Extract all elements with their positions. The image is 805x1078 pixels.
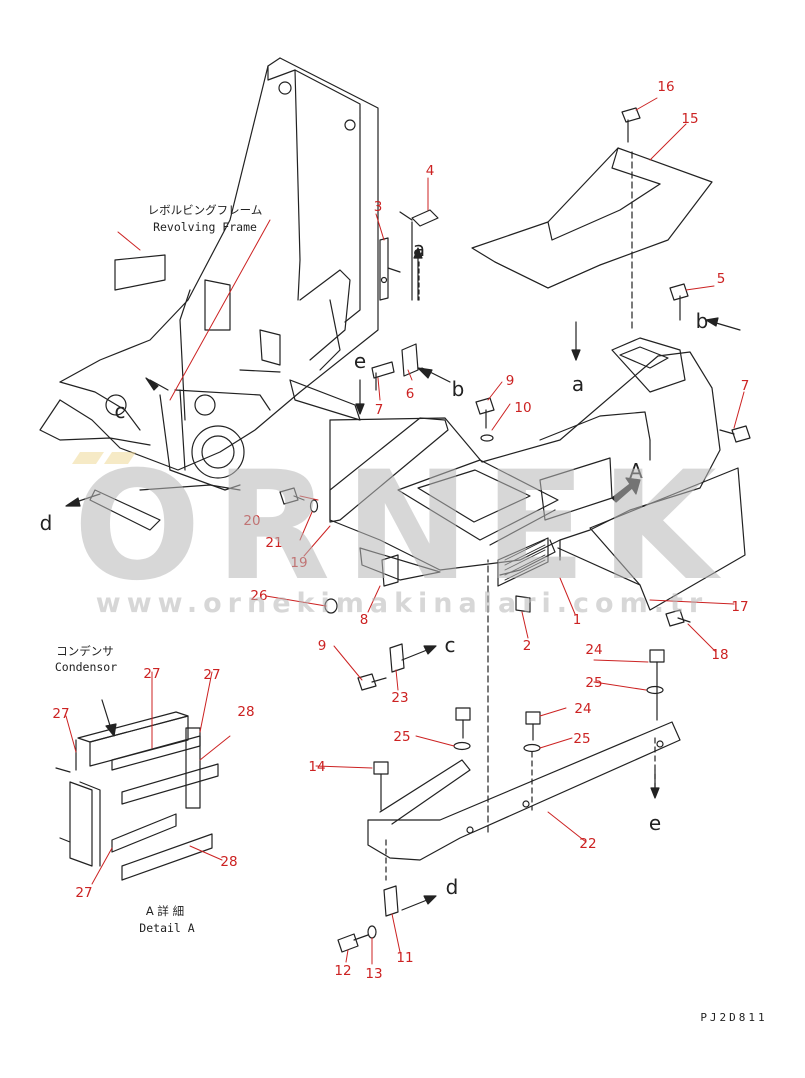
view-letter-b-top: b [696, 309, 709, 333]
bracket-23 [389, 643, 405, 673]
callout-22: 22 [579, 836, 596, 852]
callout-15: 15 [681, 111, 698, 127]
callout-4: 4 [426, 163, 435, 179]
washer-13 [367, 925, 377, 939]
revolving-frame-jp-label: レボルビングフレーム [148, 203, 263, 217]
view-letter-b-mid: b [452, 377, 465, 401]
callout-19: 19 [290, 555, 307, 571]
hood-1 [329, 337, 721, 587]
view-letter-e-right: e [649, 811, 661, 835]
revolving-frame-en-label: Revolving Frame [153, 220, 257, 234]
callout-24b: 24 [574, 701, 591, 717]
callout-27b: 27 [203, 667, 220, 683]
bolt-24-b [455, 707, 471, 739]
detail-a-en-label: Detail A [139, 921, 194, 935]
bolt-14 [373, 761, 389, 881]
detail-a-jp-label: A 詳 細 [146, 904, 184, 918]
callout-14: 14 [308, 759, 325, 775]
hood-vents [504, 539, 546, 581]
callout-9a: 9 [506, 373, 515, 389]
bolt-24-a [649, 649, 665, 721]
callout-26: 26 [250, 588, 267, 604]
callout-27d: 27 [75, 885, 92, 901]
leader-lines [65, 97, 745, 965]
callout-25b: 25 [393, 729, 410, 745]
watermark: ORNEK www.ornekimakinalari.com.tr [72, 440, 730, 619]
bolt-2 [515, 595, 531, 613]
callout-25c: 25 [573, 731, 590, 747]
view-letter-c-frame: c [115, 399, 126, 423]
bracket-6 [401, 343, 419, 377]
callout-2: 2 [523, 638, 532, 654]
callout-10: 10 [514, 400, 531, 416]
bolt-7a [371, 361, 395, 391]
view-letter-d-left: d [40, 511, 53, 535]
view-letter-a-mid: a [572, 372, 584, 396]
callout-3: 3 [374, 199, 383, 215]
bolt-9-b [357, 673, 387, 691]
callout-13: 13 [365, 966, 382, 982]
arrows [65, 247, 741, 911]
bolt-4 [399, 209, 439, 301]
bolt-5 [669, 283, 689, 321]
callout-28b: 28 [220, 854, 237, 870]
view-letter-d-bottom: d [446, 875, 459, 899]
watermark-url: www.ornekimakinalari.com.tr [96, 588, 708, 619]
bolt-18 [665, 609, 691, 627]
condensor-jp-label: コンデンサ [56, 644, 114, 658]
bolt-12 [337, 933, 369, 953]
callout-20: 20 [243, 513, 260, 529]
callout-8: 8 [360, 612, 369, 628]
view-letter-e-frame: e [354, 349, 366, 373]
callout-9b: 9 [318, 638, 327, 654]
callout-24a: 24 [585, 642, 602, 658]
view-letter-a-top: a [413, 237, 425, 261]
callout-27c: 27 [52, 706, 69, 722]
callout-12: 12 [334, 963, 351, 979]
revolving-frame [39, 57, 379, 491]
condensor-en-label: Condensor [55, 660, 117, 674]
guard-22 [367, 559, 681, 861]
callout-16: 16 [657, 79, 674, 95]
bolt-7-b [719, 425, 751, 443]
callout-27a: 27 [143, 666, 160, 682]
bolt-16 [621, 107, 641, 333]
callout-7b: 7 [741, 378, 750, 394]
callout-21: 21 [265, 535, 282, 551]
callout-23: 23 [391, 690, 408, 706]
bracket-11 [383, 885, 399, 917]
bolt-24-c [525, 711, 541, 741]
view-letter-A-arrow: A [629, 459, 643, 483]
drawing-code: PJ2D811 [700, 1011, 767, 1024]
bracket-8 [381, 554, 399, 587]
callout-1: 1 [573, 612, 582, 628]
callout-6: 6 [406, 386, 415, 402]
view-letter-c-mid: c [445, 633, 456, 657]
condensor-detail [55, 711, 219, 881]
callout-18: 18 [711, 647, 728, 663]
callout-11: 11 [396, 950, 413, 966]
bolt-20 [279, 487, 319, 513]
panel-17 [557, 467, 746, 611]
plate-19 [329, 417, 449, 523]
callout-28a: 28 [237, 704, 254, 720]
watermark-brand: ORNEK [73, 440, 730, 614]
bracket-3 [379, 237, 401, 301]
bolt-9-a [475, 397, 495, 442]
cover-15 [471, 147, 713, 289]
callout-25a: 25 [585, 675, 602, 691]
callout-7a: 7 [375, 402, 384, 418]
callout-17: 17 [731, 599, 748, 615]
callout-5: 5 [717, 271, 726, 287]
